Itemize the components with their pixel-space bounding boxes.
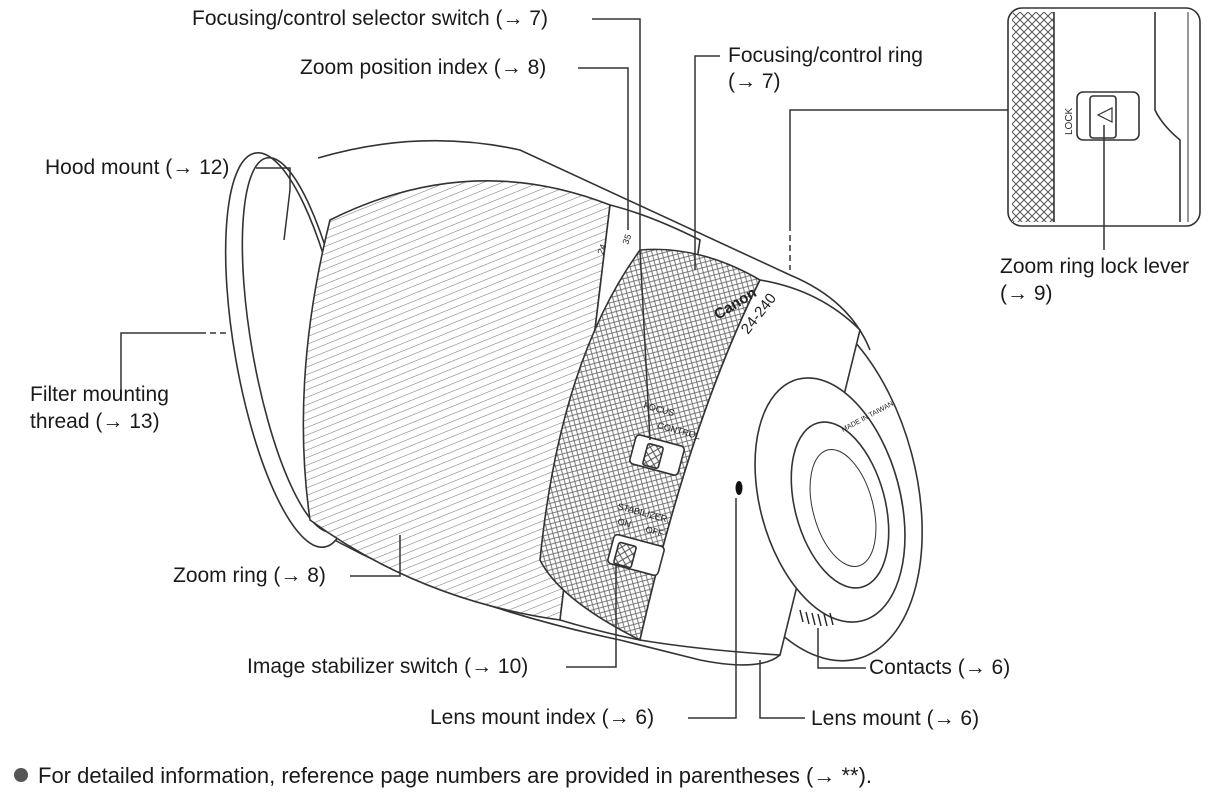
label-stabilizer-switch: Image stabilizer switch (→ 10) [247,655,529,678]
label-focusing-selector: Focusing/control selector switch (→ 7) [192,7,548,30]
mount-index-dot [735,481,743,495]
rear-element-glass [790,421,890,589]
label-zoom-lock-lever: Zoom ring lock lever [1000,255,1190,278]
lens-body [224,139,923,666]
bullet-icon [14,768,28,783]
label-filter-thread: Filter mounting [30,383,169,406]
zoom-35-text: 35 [620,233,633,246]
contacts-pins [799,609,834,627]
lock-text: LOCK [1064,107,1075,135]
label-contacts: Contacts (→ 6) [869,656,1011,679]
stabilizer-switch-graphic [607,533,665,577]
leader-lines [120,18,1105,719]
label-zoom-position-index: Zoom position index (→ 8) [300,56,547,79]
barrel-top-outline [317,139,871,351]
label-focusing-ring: Focusing/control ring [728,44,923,67]
label-filter-thread-ref: thread (→ 13) [30,410,160,433]
label-zoom-ring: Zoom ring (→ 8) [173,564,326,587]
label-lens-mount-index: Lens mount index (→ 6) [430,706,655,729]
zoom-ring-ribs [302,180,611,621]
label-zoom-lock-lever-ref: (→ 9) [1000,282,1053,305]
label-lens-mount: Lens mount (→ 6) [811,707,980,730]
footnote-text: For detailed information, reference page… [38,763,873,788]
stabilizer-off-text: OFF [644,524,664,538]
stabilizer-on-text: ON [616,516,632,529]
label-hood-mount: Hood mount (→ 12) [45,156,230,179]
focus-selector-switch [629,434,685,476]
footnote: For detailed information, reference page… [14,762,872,790]
inset-zoom-lock: LOCK [1007,7,1201,227]
zoom-24-text: 24 [595,243,608,256]
label-focusing-ring-ref: (→ 7) [728,70,781,93]
